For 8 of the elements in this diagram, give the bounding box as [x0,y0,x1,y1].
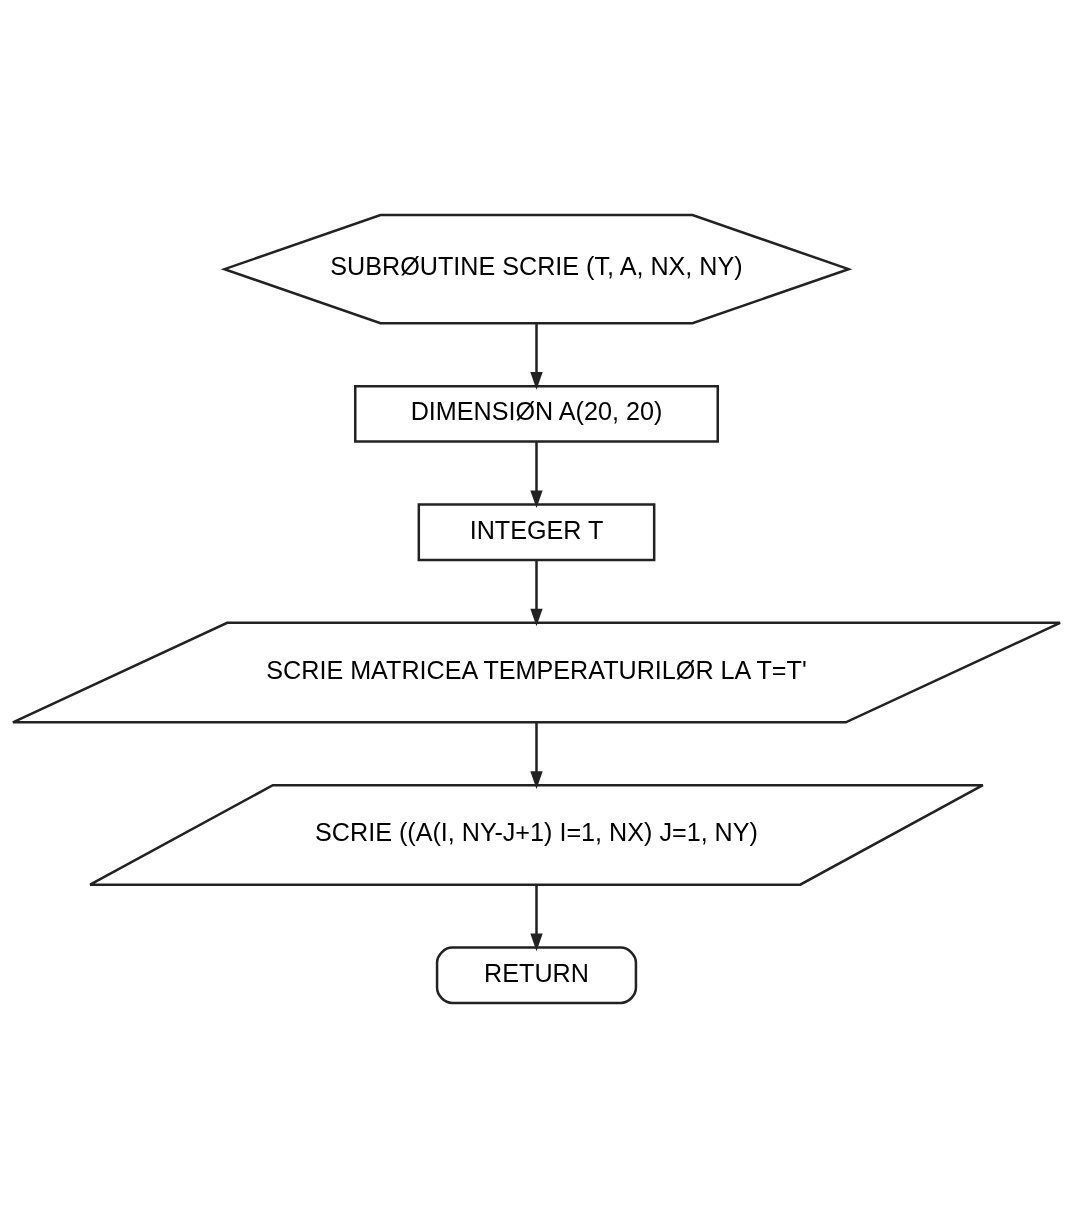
arrow [530,722,543,789]
arrow [530,441,543,508]
arrow [530,884,543,951]
node-box: INTEGER T [417,502,656,561]
node-box: RETURN [435,945,638,1004]
arrow [530,322,543,390]
node-box: DIMENSIØN A(20, 20) [354,384,719,443]
arrow [530,559,543,626]
